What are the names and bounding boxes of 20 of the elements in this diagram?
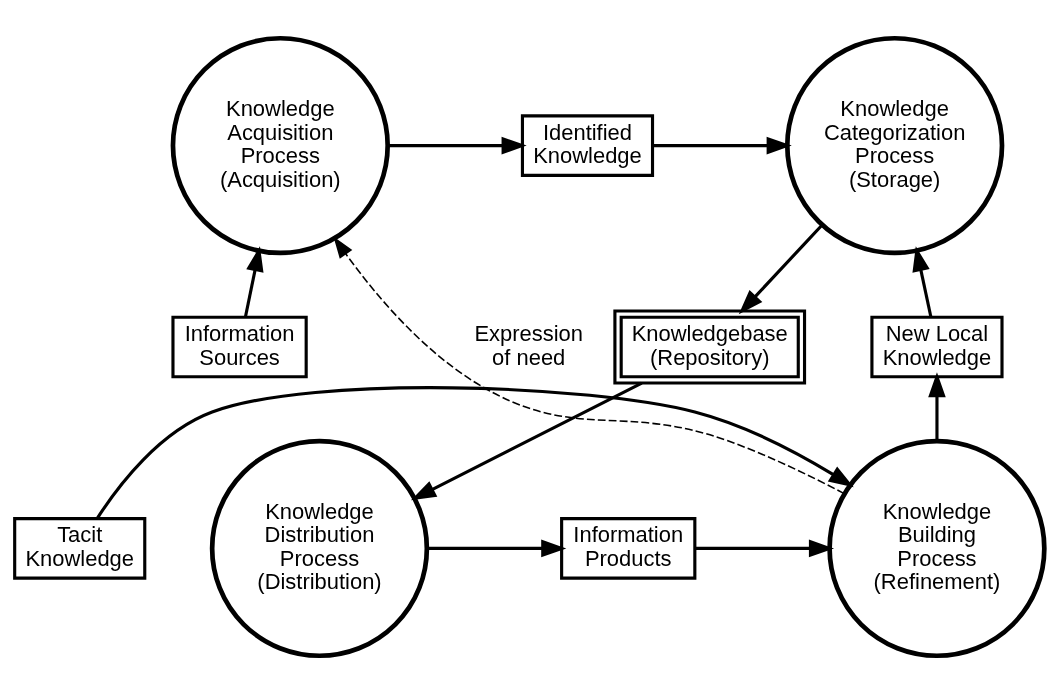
arrow: [410, 381, 643, 500]
arrow: [695, 539, 834, 557]
arrow: [912, 245, 933, 317]
node-box: Information Products: [560, 516, 697, 580]
arrow: [243, 245, 264, 317]
node-circle: Knowledge Distribution Process (Distribution): [209, 438, 430, 658]
arrow: [928, 371, 946, 441]
node-box: New Local Knowledge: [870, 315, 1004, 378]
arrow: [738, 223, 824, 314]
node-circle: Knowledge Acquisition Process (Acquisition): [170, 35, 391, 255]
node-circle: Knowledge Categorization Process (Storage): [784, 35, 1005, 255]
arrow: [387, 136, 527, 154]
edge-label: Expression of need: [474, 320, 583, 370]
arrow: [95, 385, 854, 519]
node-box: Knowledgebase (Repository): [613, 308, 807, 385]
node-box: Information Sources: [171, 315, 308, 378]
node-box: Identified Knowledge: [520, 113, 655, 177]
arrow: [652, 136, 792, 154]
arrow: [427, 539, 567, 557]
node-box: Tacit Knowledge: [13, 516, 147, 580]
